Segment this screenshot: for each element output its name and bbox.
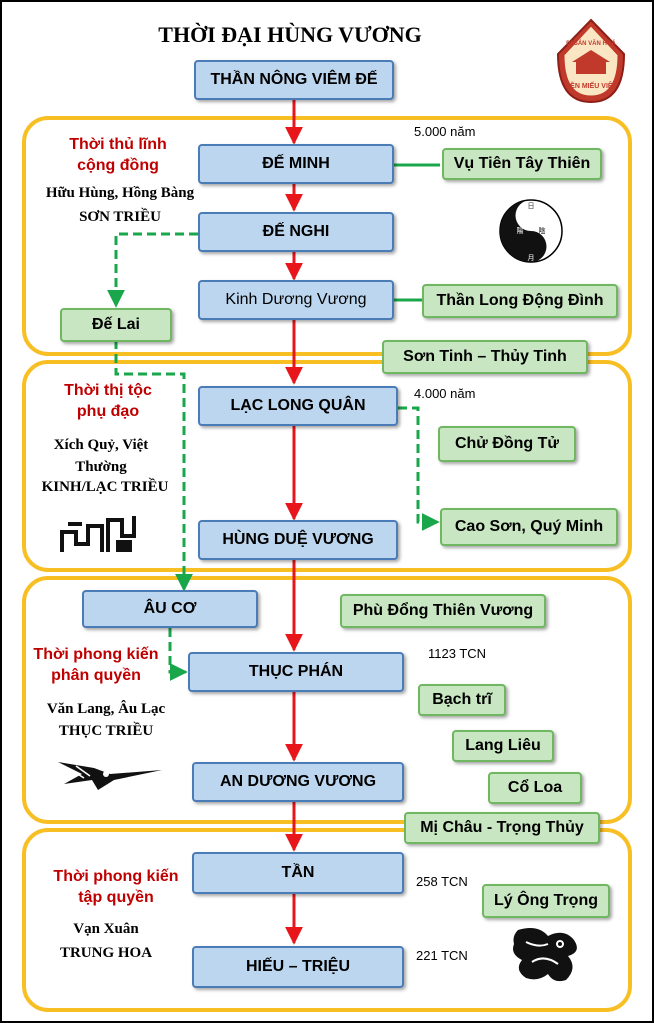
node-lac-long-quan[interactable]: LẠC LONG QUÂN (198, 386, 398, 426)
node-de-nghi[interactable]: ĐẾ NGHI (198, 212, 394, 252)
side-mi-chau-trong-thuy[interactable]: Mị Châu - Trọng Thủy (404, 812, 600, 844)
era-3-line-2: THỤC TRIỀU (58, 723, 154, 739)
era-3-year: 1123 TCN (428, 646, 487, 661)
era-3-line-1: Văn Lang, Âu Lạc (46, 701, 166, 717)
yin-yang-char-moon: 月 (528, 254, 535, 262)
node-hieu-trieu[interactable]: HIẾU – TRIỆU (192, 946, 404, 988)
yin-yang-char-yin: 陰 (539, 226, 546, 235)
node-thuc-phan[interactable]: THỤC PHÁN (188, 652, 404, 692)
side-son-tinh-thuy-tinh[interactable]: Sơn Tinh – Thủy Tinh (382, 340, 588, 374)
era-1-line-1: Hữu Hùng, Hồng Bàng (45, 185, 195, 201)
era-4-line-1: Vạn Xuân (73, 921, 139, 937)
node-tan[interactable]: TẦN (192, 852, 404, 894)
era-panel-2 (22, 360, 632, 572)
side-bach-tri[interactable]: Bạch trĩ (418, 684, 506, 716)
node-an-duong-vuong[interactable]: AN DƯƠNG VƯƠNG (192, 762, 404, 802)
side-de-lai[interactable]: Đế Lai (60, 308, 172, 342)
node-hung-due-vuong[interactable]: HÙNG DUỆ VƯƠNG (198, 520, 398, 560)
side-lang-lieu[interactable]: Lang Liêu (452, 730, 554, 762)
side-co-loa[interactable]: Cổ Loa (488, 772, 582, 804)
logo-bottom-text: ĐỀN MIẾU VIỆT (565, 80, 617, 90)
bird-motif-icon (58, 762, 162, 790)
era-label-1: Thời thủ lĩnh cộng đồng (69, 136, 167, 174)
era-1-line-2: SƠN TRIỀU (79, 209, 161, 225)
era-4-year-2: 221 TCN (416, 948, 468, 963)
era-1-year: 5.000 năm (414, 124, 476, 139)
era-panel-4 (22, 828, 632, 1012)
yin-yang-char-sun: 日 (528, 202, 535, 210)
side-phu-dong-thien-vuong[interactable]: Phù Đổng Thiên Vương (340, 594, 546, 628)
era-panel-3 (22, 576, 632, 824)
side-vu-tien-tay-thien[interactable]: Vụ Tiên Tây Thiên (442, 148, 602, 180)
era-2-line-1: Xích Quỷ, Việt Thường (53, 437, 149, 475)
era-label-4: Thời phong kiến tập quyền (53, 868, 179, 906)
side-ly-ong-trong[interactable]: Lý Ông Trọng (482, 884, 610, 918)
node-than-nong-viem-de[interactable]: THẦN NÔNG VIÊM ĐẾ (194, 60, 394, 100)
node-au-co[interactable]: ÂU CƠ (82, 590, 258, 628)
era-label-3: Thời phong kiến phân quyền (33, 646, 159, 684)
era-label-2: Thời thị tộc phụ đạo (64, 382, 152, 420)
era-4-year: 258 TCN (416, 874, 468, 889)
node-de-minh[interactable]: ĐẾ MINH (198, 144, 394, 184)
era-4-line-2: TRUNG HOA (59, 945, 153, 961)
side-chu-dong-tu[interactable]: Chử Đồng Tử (438, 426, 576, 462)
era-2-year: 4.000 năm (414, 386, 476, 401)
yin-yang-icon: 日 月 陽 陰 (499, 199, 563, 263)
page-title: THỜI ĐẠI HÙNG VƯƠNG (158, 22, 422, 47)
dragon-motif-icon (513, 928, 577, 982)
era-panel-1 (22, 116, 632, 356)
era-2-line-2: KINH/LẠC TRIỀU (41, 479, 169, 495)
logo-top-text: DI SẢN VĂN HOÁ (566, 40, 616, 47)
node-kinh-duong-vuong[interactable]: Kinh Dương Vương (198, 280, 394, 320)
logo-badge: DI SẢN VĂN HOÁ ĐỀN MIẾU VIỆT (556, 18, 626, 104)
yin-yang-char-yang: 陽 (517, 226, 524, 235)
side-than-long-dong-dinh[interactable]: Thần Long Động Đình (422, 284, 618, 318)
side-cao-son-quy-minh[interactable]: Cao Sơn, Quý Minh (440, 508, 618, 546)
bronze-motif-icon (60, 516, 136, 552)
